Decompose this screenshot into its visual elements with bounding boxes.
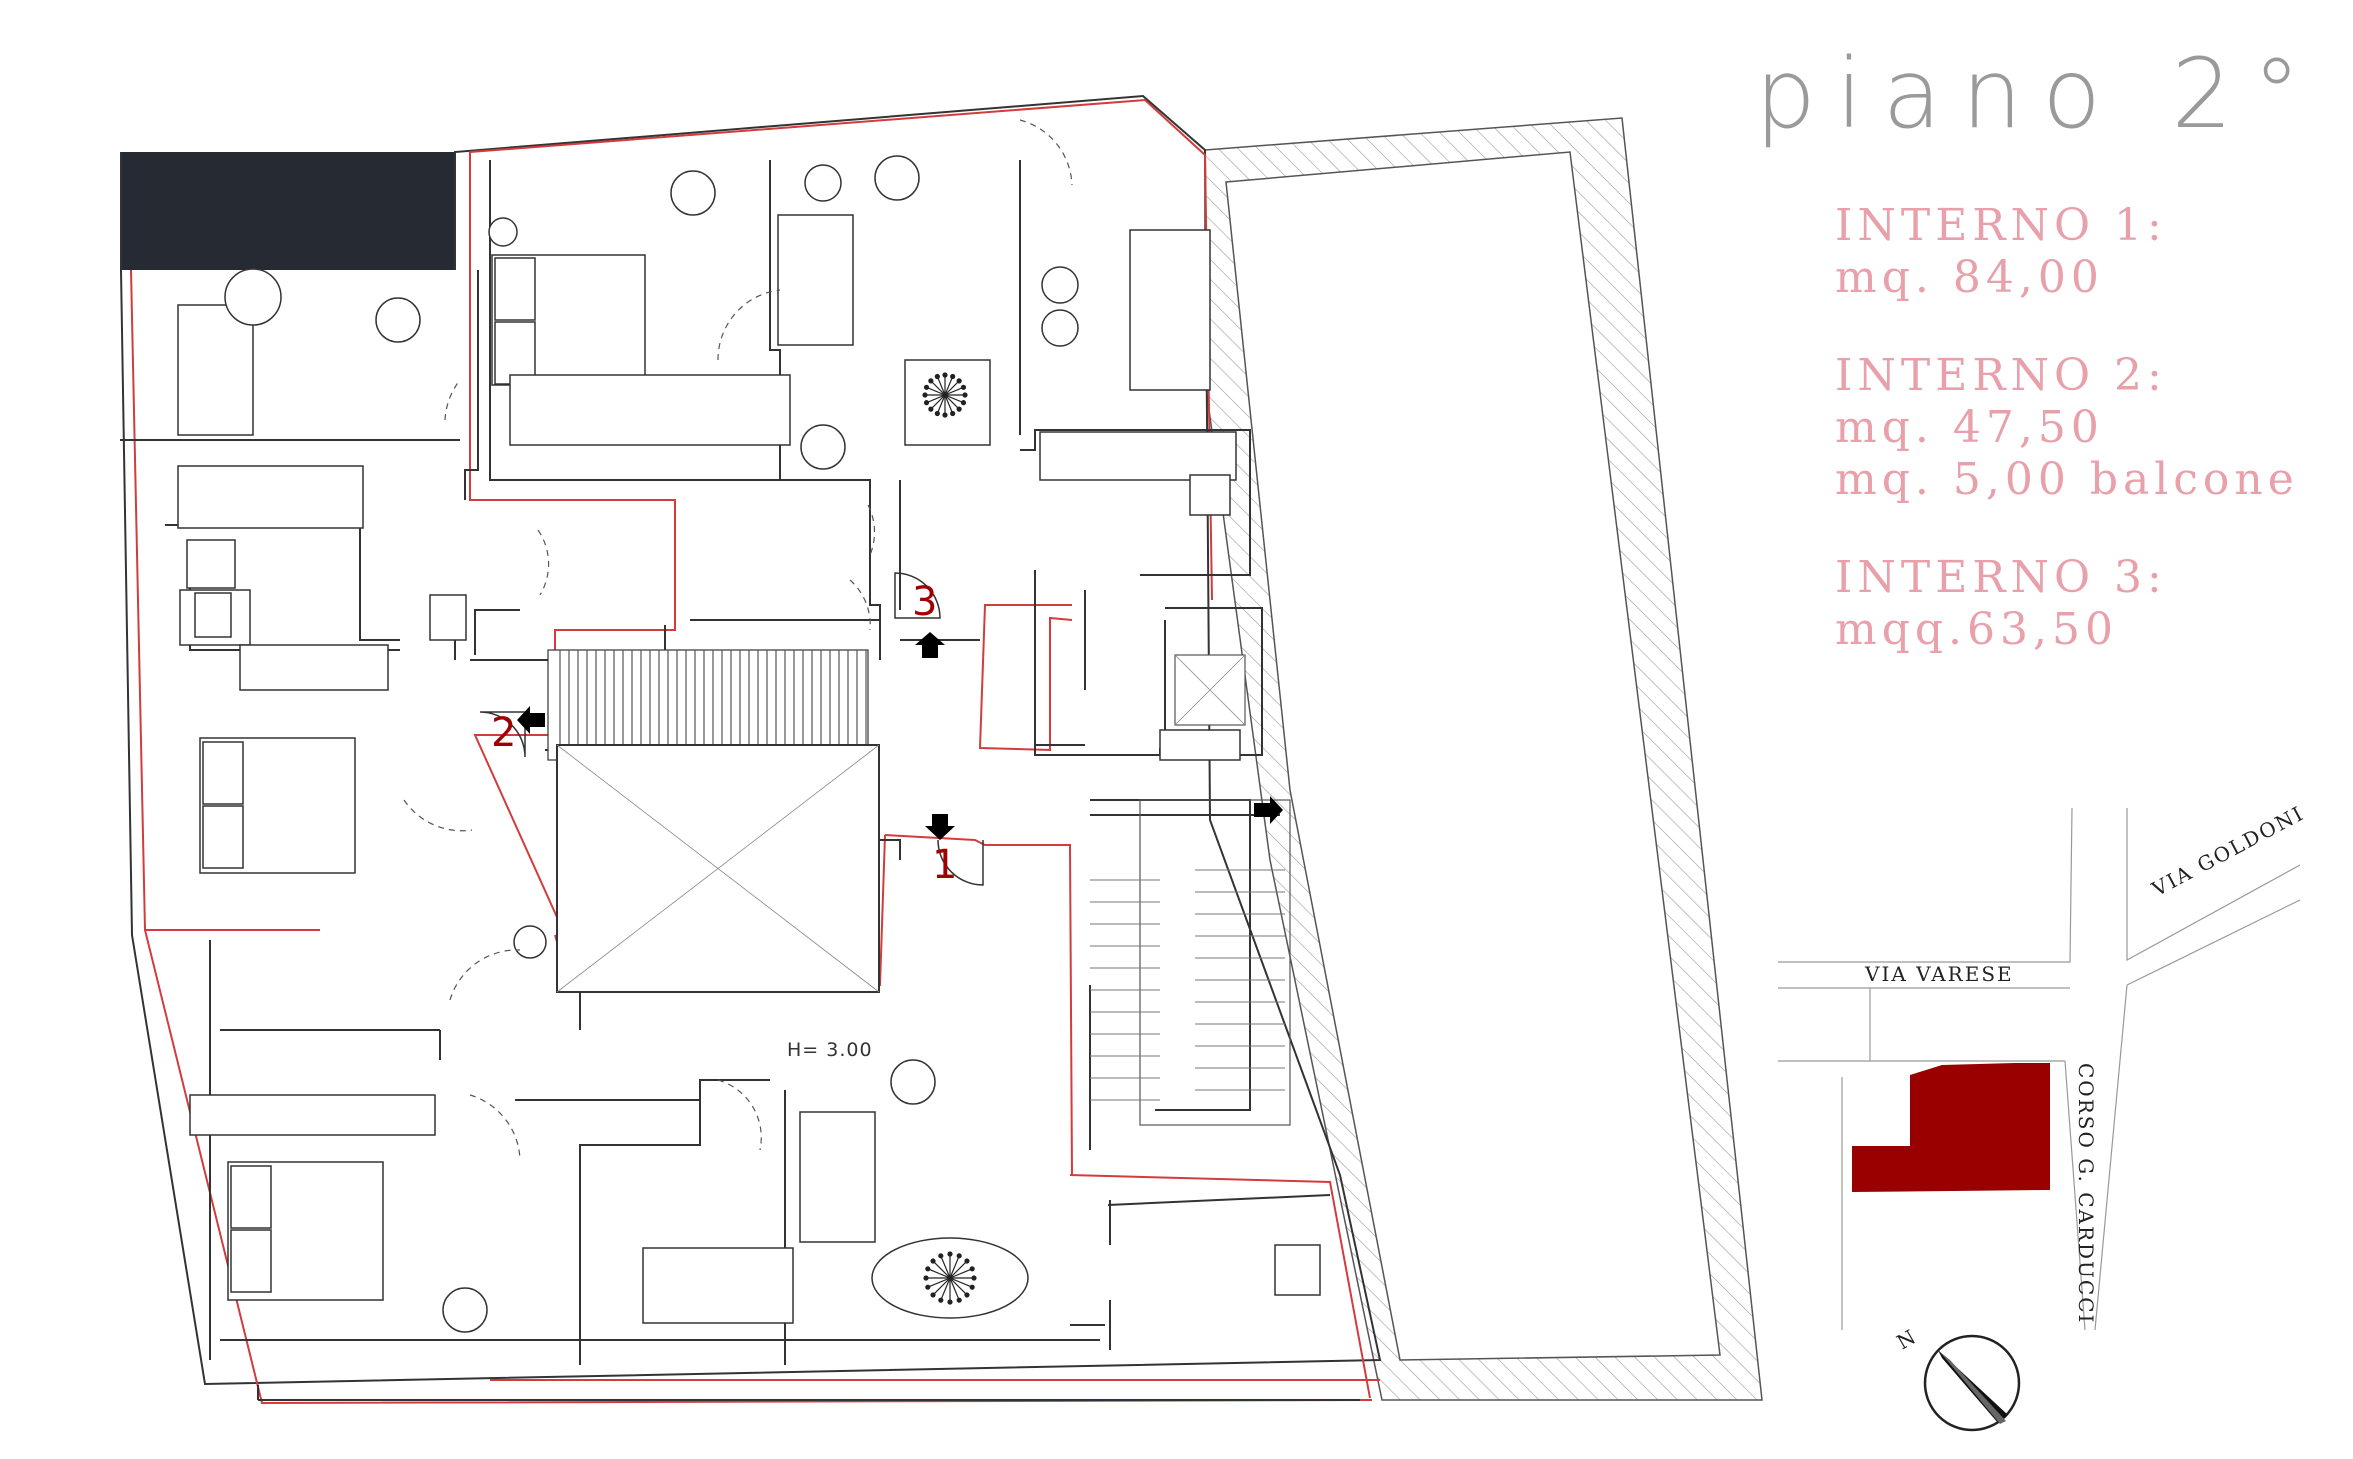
sunburst-dot xyxy=(950,373,956,380)
sunburst-dot xyxy=(942,412,948,418)
sunburst-dot xyxy=(942,372,948,378)
entrance-2-label: 2 xyxy=(491,710,516,756)
compass-icon xyxy=(1923,1334,2021,1432)
sunburst-ray xyxy=(926,386,946,396)
sunburst-ray xyxy=(944,386,964,396)
sunburst-dot xyxy=(969,1266,975,1272)
sunburst-dot xyxy=(928,378,934,384)
sunburst-dot xyxy=(956,1253,962,1259)
adjacent-courtyard xyxy=(1225,151,1721,1361)
sunburst-dot xyxy=(947,1299,953,1305)
sunburst-dot xyxy=(960,400,967,406)
sunburst-dot xyxy=(923,384,930,390)
sunburst-dot xyxy=(930,1258,936,1264)
sunburst-dot xyxy=(950,410,956,417)
sunburst-dot xyxy=(964,1258,970,1264)
sunburst-dot xyxy=(925,1284,931,1290)
arrow-right-icon xyxy=(1254,796,1283,824)
dark-terrace xyxy=(121,152,455,270)
sunburst-ray xyxy=(949,1277,973,1288)
sunburst-ray xyxy=(944,380,960,396)
floor-title: piano 2° xyxy=(1755,38,2321,150)
entrance-1-label: 1 xyxy=(932,842,957,888)
sunburst-ray xyxy=(927,1277,951,1288)
unit-2-area-value: mq. 47,50 xyxy=(1835,402,2104,453)
sunburst-dot xyxy=(956,406,962,412)
north-label: N xyxy=(1893,1325,1920,1355)
sunburst-ray xyxy=(932,1277,951,1296)
unit-1-area: INTERNO 1: mq. 84,00 xyxy=(1835,200,2299,304)
sunburst-dot xyxy=(962,392,968,398)
sunburst-ray xyxy=(930,394,946,410)
sunburst-dot xyxy=(934,410,940,417)
unit-2-balcony-value: mq. 5,00 balcone xyxy=(1835,454,2299,505)
unit-3-name: INTERNO 3: xyxy=(1835,552,2167,603)
sunburst-dot xyxy=(938,1253,944,1259)
sunburst-ray xyxy=(944,394,954,414)
unit-1-name: INTERNO 1: xyxy=(1835,200,2167,251)
sunburst-ray xyxy=(932,1260,951,1279)
sunburst-ray xyxy=(949,1255,960,1279)
sunburst-ray xyxy=(940,1277,951,1301)
sunburst-ray xyxy=(949,1277,968,1296)
unit-3-area: INTERNO 3: mqq.63,50 xyxy=(1835,552,2299,656)
arrow-left-icon xyxy=(517,706,545,734)
sunburst-ray xyxy=(944,394,964,404)
sunburst-dot xyxy=(960,384,967,390)
unit-areas-legend: INTERNO 1: mq. 84,00 INTERNO 2: mq. 47,5… xyxy=(1835,200,2299,702)
building-location-highlight xyxy=(1852,1063,2050,1192)
outer-walls xyxy=(120,94,1382,1386)
sunburst-dot xyxy=(964,1292,970,1298)
door-swings xyxy=(403,119,1073,1161)
arrow-up-icon xyxy=(915,632,945,658)
street-corso-carducci: CORSO G. CARDUCCI xyxy=(2074,1063,2098,1325)
unit-2-area: INTERNO 2: mq. 47,50 mq. 5,00 balcone xyxy=(1835,350,2299,506)
sunburst-ray xyxy=(944,376,954,396)
sunburst-ray xyxy=(936,376,946,396)
sunburst-dot xyxy=(922,392,928,398)
stairs-second xyxy=(1090,869,1285,1101)
sunburst-ray xyxy=(949,1268,973,1279)
sunburst-dot xyxy=(930,1292,936,1298)
sunburst-dot xyxy=(938,1297,944,1303)
sunburst-dot xyxy=(971,1275,977,1281)
stairwell xyxy=(547,649,1291,1126)
sunburst-ray xyxy=(936,394,946,414)
sunburst-dot xyxy=(947,1251,953,1257)
sunburst-ray xyxy=(926,394,946,404)
sunburst-dot xyxy=(923,1275,929,1281)
sunburst-dot xyxy=(956,1297,962,1303)
sunburst-dot xyxy=(928,406,934,412)
arrow-down-icon xyxy=(925,814,955,840)
sunburst-ray xyxy=(940,1255,951,1279)
sunburst-ray xyxy=(949,1260,968,1279)
entrance-3-label: 3 xyxy=(912,579,937,625)
ceiling-height-label: H= 3.00 xyxy=(787,1039,873,1061)
furniture xyxy=(177,155,1321,1333)
sunburst-ray xyxy=(949,1277,960,1301)
sunburst-dot xyxy=(969,1284,975,1290)
entrance-doors xyxy=(479,572,984,886)
sunburst-ray xyxy=(930,380,946,396)
sunburst-dot xyxy=(925,1266,931,1272)
unit-2-name: INTERNO 2: xyxy=(1835,350,2167,401)
sunburst-ray xyxy=(927,1268,951,1279)
entrance-arrows xyxy=(517,632,1283,840)
location-map xyxy=(1778,807,2301,1331)
sunburst-dot xyxy=(956,378,962,384)
street-via-varese: VIA VARESE xyxy=(1865,962,2014,986)
sunburst-dot xyxy=(934,373,940,380)
unit-1-area-value: mq. 84,00 xyxy=(1835,252,2104,303)
unit-3-area-value: mqq.63,50 xyxy=(1835,604,2119,655)
sunburst-dot xyxy=(923,400,930,406)
table-sunbursts xyxy=(922,372,977,1305)
sunburst-ray xyxy=(944,394,960,410)
